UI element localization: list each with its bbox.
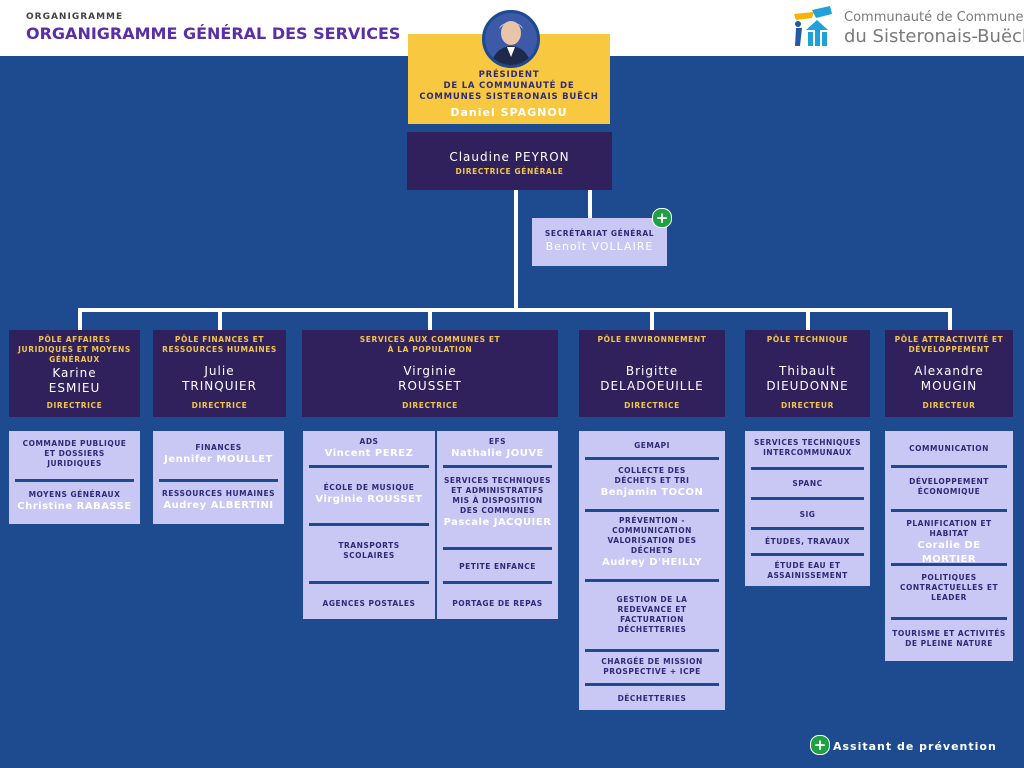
services-list-affaires: COMMANDE PUBLIQUE ET DOSSIERS JURIDIQUES… xyxy=(9,431,140,524)
logo-line1: Communauté de Communes xyxy=(844,10,1024,25)
header-kicker: ORGANIGRAMME xyxy=(26,12,124,22)
logo-line2: du Sisteronais-Buëch xyxy=(844,26,1024,47)
pole-services-communes: SERVICES AUX COMMUNES ET À LA POPULATION… xyxy=(302,330,558,417)
services-list-communes-a: ADS Vincent PEREZ ÉCOLE DE MUSIQUE Virgi… xyxy=(303,431,435,619)
service-item: ADS Vincent PEREZ xyxy=(324,437,414,459)
service-item: RESSOURCES HUMAINES Audrey ALBERTINI xyxy=(162,489,275,511)
service-item: DÉCHETTERIES xyxy=(617,694,687,703)
service-item: SPANC xyxy=(792,479,823,488)
service-item: MOYENS GÉNÉRAUX Christine RABASSE xyxy=(17,490,132,512)
service-item: TRANSPORTS SCOLAIRES xyxy=(338,541,400,560)
pole-attractivite: PÔLE ATTRACTIVITÉ ET DÉVELOPPEMENT Alexa… xyxy=(885,330,1013,417)
service-item: ÉTUDE EAU ET ASSAINISSEMENT xyxy=(767,561,848,580)
dg-name: Claudine PEYRON xyxy=(449,150,570,164)
service-item: DÉVELOPPEMENT ÉCONOMIQUE xyxy=(909,477,989,496)
prevention-assistant-icon: + xyxy=(652,208,672,228)
service-item: GESTION DE LA REDEVANCE ET FACTURATION D… xyxy=(616,595,688,634)
pole-environnement: PÔLE ENVIRONNEMENT Brigitte DELADOEUILLE… xyxy=(579,330,725,417)
secretariat-title: SECRÉTARIAT GÉNÉRAL xyxy=(544,229,655,238)
services-list-attractivite: COMMUNICATION DÉVELOPPEMENT ÉCONOMIQUE P… xyxy=(885,431,1013,661)
connector xyxy=(650,308,654,330)
logo-icon xyxy=(794,6,832,46)
services-list-finances: FINANCES Jennifer MOULLET RESSOURCES HUM… xyxy=(153,431,284,524)
page-title: ORGANIGRAMME GÉNÉRAL DES SERVICES xyxy=(26,24,401,43)
service-item: SIG xyxy=(799,510,816,519)
services-list-communes-b: EFS Nathalie JOUVE SERVICES TECHNIQUES E… xyxy=(437,431,558,619)
service-item: PRÉVENTION - COMMUNICATION VALORISATION … xyxy=(602,516,702,568)
connector xyxy=(806,308,810,330)
service-item: ÉTUDES, TRAVAUX xyxy=(765,537,850,546)
services-list-technique: SERVICES TECHNIQUES INTERCOMMUNAUX SPANC… xyxy=(745,431,870,586)
connector xyxy=(78,308,952,312)
president-name: Daniel SPAGNOU xyxy=(450,106,568,119)
service-item: COMMANDE PUBLIQUE ET DOSSIERS JURIDIQUES xyxy=(22,439,127,468)
service-item: FINANCES Jennifer MOULLET xyxy=(164,443,273,465)
service-item: PETITE ENFANCE xyxy=(459,562,536,571)
connector xyxy=(428,308,432,330)
pole-affaires-juridiques: PÔLE AFFAIRES JURIDIQUES ET MOYENS GÉNÉR… xyxy=(9,330,140,417)
service-item: COMMUNICATION xyxy=(909,444,989,453)
service-item: SERVICES TECHNIQUES ET ADMINISTRATIFS MI… xyxy=(443,476,552,528)
service-item: PORTAGE DE REPAS xyxy=(452,599,543,608)
services-list-environnement: GEMAPI COLLECTE DES DÉCHETS ET TRI Benja… xyxy=(579,431,725,710)
president-title: PRÉSIDENT DE LA COMMUNAUTÉ DE COMMUNES S… xyxy=(419,70,599,102)
logo: Communauté de Communes du Sisteronais-Bu… xyxy=(786,6,1024,52)
service-item: PLANIFICATION ET HABITAT Coralie DE MORT… xyxy=(906,519,992,565)
service-item: GEMAPI xyxy=(634,441,670,450)
secretariat-box: SECRÉTARIAT GÉNÉRAL Benoît VOLLAIRE xyxy=(532,218,667,266)
service-item: AGENCES POSTALES xyxy=(322,599,416,608)
dg-role: DIRECTRICE GÉNÉRALE xyxy=(455,167,564,176)
pole-finances-rh: PÔLE FINANCES ET RESSOURCES HUMAINES Jul… xyxy=(153,330,286,417)
connector xyxy=(948,308,952,330)
dg-box: Claudine PEYRON DIRECTRICE GÉNÉRALE xyxy=(407,132,612,190)
president-photo xyxy=(482,10,540,68)
service-item: POLITIQUES CONTRACTUELLES ET LEADER xyxy=(899,573,999,602)
connector xyxy=(588,190,592,218)
legend-plus-icon: + xyxy=(810,735,830,755)
service-item: TOURISME ET ACTIVITÉS DE PLEINE NATURE xyxy=(892,629,1006,648)
secretariat-name: Benoît VOLLAIRE xyxy=(545,240,654,253)
connector xyxy=(78,308,82,330)
service-item: CHARGÉE DE MISSION PROSPECTIVE + ICPE xyxy=(601,657,703,676)
service-item: COLLECTE DES DÉCHETS ET TRI Benjamin TOC… xyxy=(600,466,704,498)
service-item: SERVICES TECHNIQUES INTERCOMMUNAUX xyxy=(753,438,862,457)
connector xyxy=(218,308,222,330)
service-item: ÉCOLE DE MUSIQUE Virginie ROUSSET xyxy=(315,483,423,505)
legend-label: Assitant de prévention xyxy=(833,740,997,753)
pole-technique: PÔLE TECHNIQUE Thibault DIEUDONNE DIRECT… xyxy=(745,330,870,417)
connector xyxy=(514,190,518,308)
service-item: EFS Nathalie JOUVE xyxy=(451,437,544,459)
